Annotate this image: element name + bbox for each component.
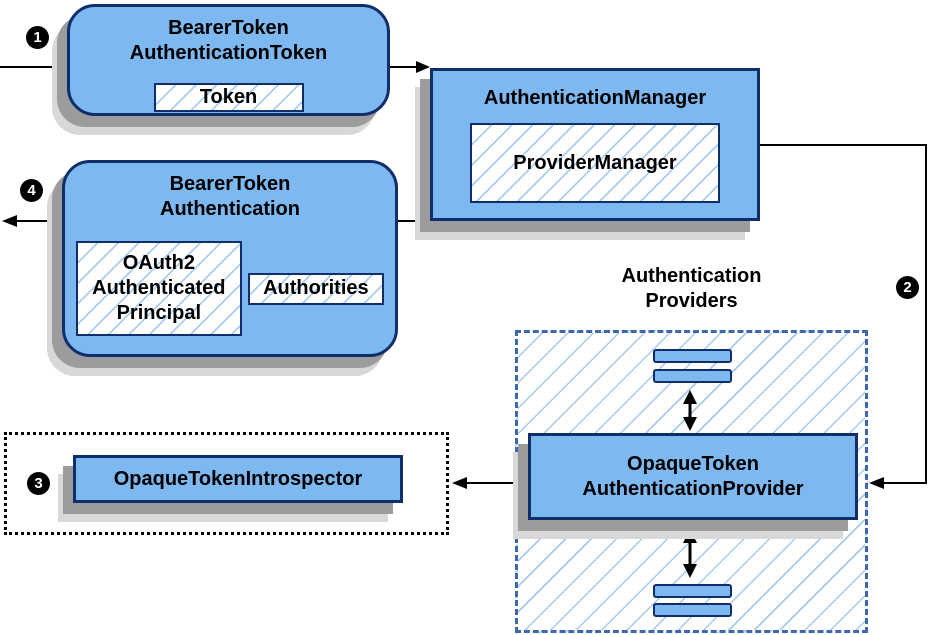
generic-provider-bar xyxy=(653,349,732,363)
token-field: Token xyxy=(153,83,304,112)
authorities-field: Authorities xyxy=(247,272,384,305)
node-title: OpaqueTokenIntrospector xyxy=(113,467,363,490)
authentication-providers-label: Authentication Providers xyxy=(621,265,762,312)
oauth2-authenticated-principal-field: OAuth2 Authenticated Principal xyxy=(76,241,242,336)
generic-provider-bar xyxy=(653,369,732,383)
node-title: BearerToken AuthenticationToken xyxy=(129,17,328,64)
node-opaque-token-authentication-provider: OpaqueToken AuthenticationProvider xyxy=(528,433,858,520)
step-1-badge: 1 xyxy=(26,26,49,49)
generic-provider-bar xyxy=(653,603,732,617)
node-title: AuthenticationManager xyxy=(483,87,707,109)
provider-manager-field: ProviderManager xyxy=(470,123,720,203)
arrowhead-into-provider-icon xyxy=(869,477,884,489)
node-bearer-token-authentication-token: BearerToken AuthenticationToken Token xyxy=(67,4,390,116)
token-field-label: Token xyxy=(199,86,258,108)
arrowhead-into-introspector-icon xyxy=(452,477,467,489)
node-title: BearerToken Authentication xyxy=(160,173,300,220)
node-title: OpaqueToken AuthenticationProvider xyxy=(582,452,804,500)
step-4-badge: 4 xyxy=(20,179,43,202)
step-3-badge: 3 xyxy=(27,472,50,495)
provider-manager-label: ProviderManager xyxy=(513,151,677,174)
step-2-badge: 2 xyxy=(896,276,919,299)
bearer-token-authentication-fields: OAuth2 Authenticated Principal Authoriti… xyxy=(76,241,384,336)
node-opaque-token-introspector: OpaqueTokenIntrospector xyxy=(73,455,403,503)
generic-provider-bar xyxy=(653,584,732,598)
node-authentication-manager: AuthenticationManager ProviderManager xyxy=(430,68,760,221)
arrowhead-authentication-out-icon xyxy=(2,215,17,227)
node-bearer-token-authentication: BearerToken Authentication OAuth2 Authen… xyxy=(62,160,398,357)
arrowhead-into-manager-icon xyxy=(416,61,430,73)
